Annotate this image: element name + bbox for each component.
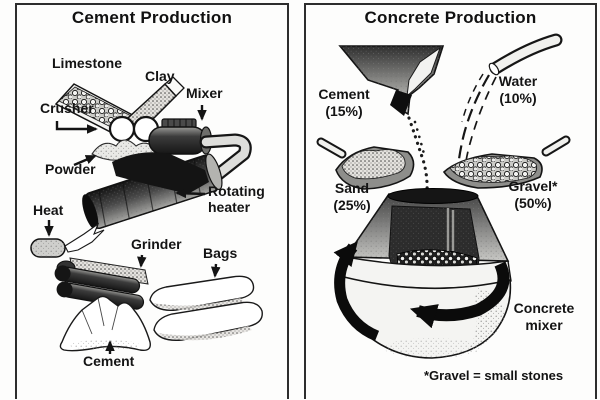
label-mixer: Mixer (186, 85, 223, 101)
label-water-value: (10%) (499, 89, 537, 106)
label-sand-name: Sand (334, 180, 370, 196)
label-water-name: Water (498, 73, 538, 89)
label-cement-output: Cement (83, 353, 135, 369)
label-clay: Clay (145, 68, 175, 84)
water-pipe (488, 33, 563, 76)
sand-shovel (316, 137, 415, 190)
label-bags: Bags (203, 245, 238, 261)
rotating-heater-arrow (175, 188, 206, 199)
crusher-arrow (55, 121, 98, 134)
cement-hopper (338, 45, 445, 116)
label-concrete-mixer: Concrete mixer (513, 300, 575, 333)
label-gravel-percent: Gravel* (50%) (504, 178, 562, 211)
label-sand-percent: Sand (25%) (326, 180, 378, 213)
gravel-shovel (442, 135, 571, 189)
label-cement-value: (15%) (325, 102, 363, 119)
cement-dots-stream (407, 116, 429, 195)
label-limestone: Limestone (52, 55, 123, 71)
label-gravel-value: (50%) (514, 194, 552, 211)
mixer-machine (148, 118, 213, 155)
label-water-percent: Water (10%) (492, 73, 544, 106)
label-powder: Powder (45, 161, 96, 177)
rotation-arrow-left (333, 241, 380, 342)
panel-concrete-production (304, 3, 597, 399)
rotation-arrows (333, 241, 510, 342)
grinder-arrow (137, 254, 147, 268)
flame (64, 222, 105, 253)
label-sand-value: (25%) (333, 196, 371, 213)
panel-cement-production (15, 3, 289, 399)
label-gravel-name: Gravel* (508, 178, 558, 194)
cement-bags (149, 275, 263, 341)
label-crusher: Crusher (40, 100, 94, 116)
cement-production-title: Cement Production (71, 8, 233, 27)
left-label-arrows (44, 105, 221, 354)
concrete-production-title: Concrete Production (364, 8, 537, 27)
bags-arrow (210, 263, 221, 278)
connecting-pipe (199, 133, 252, 187)
gravel-footnote: *Gravel = small stones (424, 368, 564, 383)
kiln-feed-hood (112, 152, 209, 194)
label-rotating-heater: Rotating heater (208, 183, 265, 215)
burner (30, 238, 66, 258)
rotation-arrow-front (409, 261, 510, 329)
label-grinder: Grinder (131, 236, 182, 252)
label-cement-percent: Cement (15%) (314, 86, 374, 119)
cement-pile (59, 295, 151, 352)
label-cement-name: Cement (318, 86, 370, 102)
powder-arrow (73, 154, 97, 167)
label-heat: Heat (33, 202, 64, 218)
